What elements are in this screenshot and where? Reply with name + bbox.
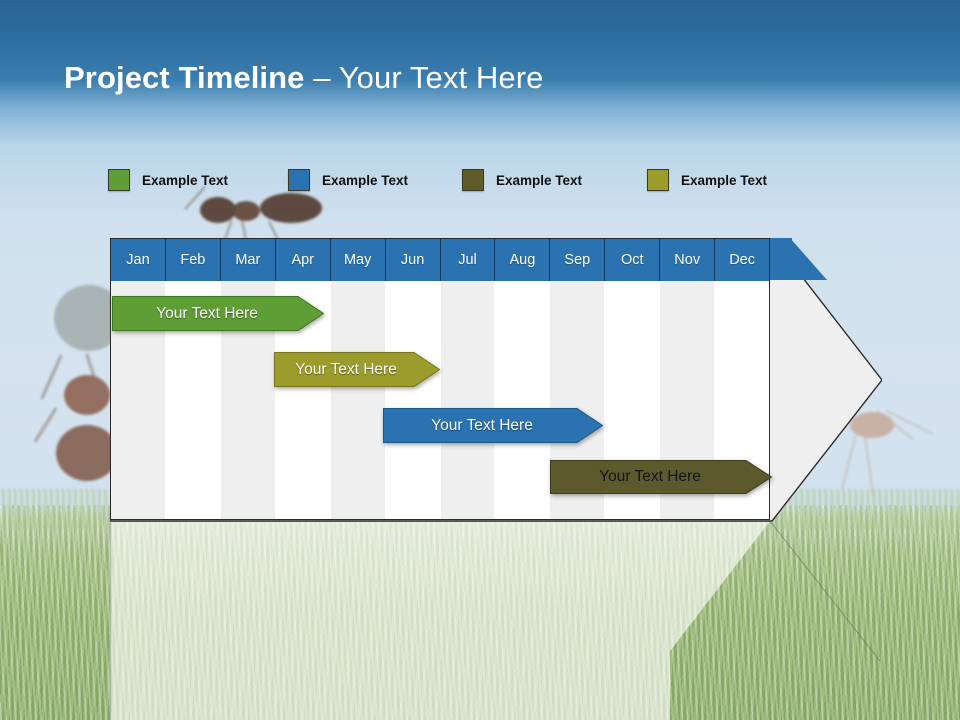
timeline-column-aug <box>495 239 551 519</box>
task-bar-shape-1 <box>112 296 324 331</box>
timeline-column-jul <box>440 239 496 519</box>
task-bar-2[interactable]: Your Text Here <box>274 352 440 387</box>
month-header-jun[interactable]: Jun <box>385 239 441 281</box>
legend-label-1: Example Text <box>142 172 229 188</box>
page-title-strong: Project Timeline <box>64 60 305 95</box>
legend-label-2: Example Text <box>322 172 409 188</box>
month-header-mar[interactable]: Mar <box>220 239 276 281</box>
month-header-oct[interactable]: Oct <box>605 239 661 281</box>
legend-swatch-2 <box>288 169 310 191</box>
month-header-dec[interactable]: Dec <box>715 239 770 281</box>
page-title-rest: Your Text Here <box>338 60 544 95</box>
timeline-column-feb <box>165 239 221 519</box>
task-bar-shape-3 <box>383 408 603 443</box>
task-bar-shape-4 <box>550 460 772 494</box>
lower-translucent-panel <box>110 521 882 720</box>
legend-label-4: Example Text <box>681 172 768 188</box>
legend-swatch-4 <box>647 169 669 191</box>
task-bar-shape-2 <box>274 352 440 387</box>
page-title: Project Timeline – Your Text Here <box>64 60 543 96</box>
month-header-sep[interactable]: Sep <box>550 239 606 281</box>
task-bar-4[interactable]: Your Text Here <box>550 460 772 494</box>
legend-item-2[interactable]: Example Text <box>288 169 408 191</box>
month-header-aug[interactable]: Aug <box>495 239 551 281</box>
timeline-column-jan <box>111 239 166 519</box>
legend-label-3: Example Text <box>496 172 583 188</box>
month-header-jan[interactable]: Jan <box>111 239 166 281</box>
task-bar-1[interactable]: Your Text Here <box>112 296 324 331</box>
legend-item-4[interactable]: Example Text <box>647 169 767 191</box>
legend-swatch-1 <box>108 169 130 191</box>
page-title-dash: – <box>304 60 339 95</box>
month-header-may[interactable]: May <box>330 239 386 281</box>
task-bar-3[interactable]: Your Text Here <box>383 408 603 443</box>
month-header-apr[interactable]: Apr <box>275 239 331 281</box>
month-header-feb[interactable]: Feb <box>165 239 221 281</box>
month-header-jul[interactable]: Jul <box>440 239 496 281</box>
ant-background-right <box>820 390 960 520</box>
timeline-arrow-head-blue-strip <box>770 238 792 280</box>
ant-background-top <box>150 175 350 270</box>
legend-swatch-3 <box>462 169 484 191</box>
legend-item-1[interactable]: Example Text <box>108 169 228 191</box>
legend-item-3[interactable]: Example Text <box>462 169 582 191</box>
month-header-nov[interactable]: Nov <box>660 239 716 281</box>
